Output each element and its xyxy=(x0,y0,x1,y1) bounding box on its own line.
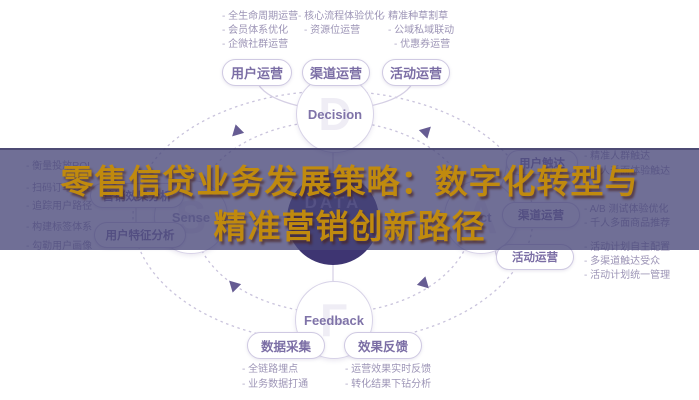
bullet-item: 核心流程体验优化 xyxy=(298,10,384,23)
bullet-item: 活动计划统一管理 xyxy=(584,269,670,282)
page-title-line2: 精准营销创新路径 xyxy=(213,208,486,245)
node-channel-operation-top: 渠道运营 xyxy=(302,59,370,86)
decision-letter-watermark: D xyxy=(318,88,352,140)
bullet-item: 公域私域联动 xyxy=(388,24,454,37)
node-effect-feedback: 效果反馈 xyxy=(344,332,422,359)
bullet-item: 全链路埋点 xyxy=(242,363,298,376)
bullet-item: 会员体系优化 xyxy=(222,24,288,37)
bullet-item: 精准种草割草 xyxy=(382,10,448,23)
node-campaign-operation-top: 活动运营 xyxy=(382,59,450,86)
bullet-item: 多渠道触达受众 xyxy=(584,255,660,268)
bullet-item: 运营效果实时反馈 xyxy=(345,363,431,376)
node-user-operation: 用户运营 xyxy=(222,59,292,86)
title-overlay-band xyxy=(0,148,699,250)
decision-label: Decision xyxy=(307,106,363,122)
bullet-item: 资源位运营 xyxy=(304,24,360,37)
bullet-item: 转化结果下钻分析 xyxy=(345,378,431,391)
page-title-line1: 零售信贷业务发展策略：数字化转型与 xyxy=(60,163,639,200)
bullet-item: 企微社群运营 xyxy=(222,38,288,51)
bullet-item: 业务数据打通 xyxy=(242,378,308,391)
bullet-item: 全生命周期运营 xyxy=(222,10,298,23)
feedback-letter-watermark: F xyxy=(319,294,349,346)
node-data-collection: 数据采集 xyxy=(247,332,325,359)
bullet-item: 优惠券运营 xyxy=(394,38,450,51)
feedback-label: Feedback xyxy=(304,312,364,328)
phase-circle-decision: D Decision xyxy=(296,75,374,153)
